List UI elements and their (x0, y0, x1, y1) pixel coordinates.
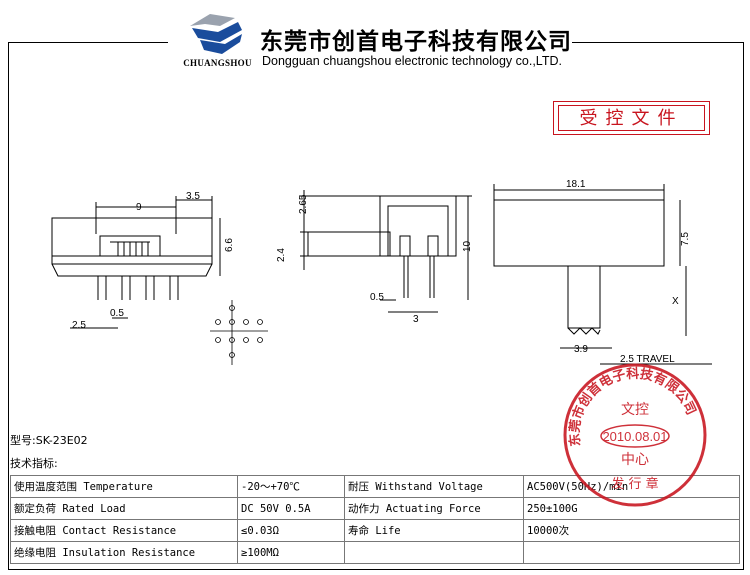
spec-cell: ≥100MΩ (237, 541, 345, 564)
dim-9: 9 (136, 202, 142, 213)
company-seal: 东莞市创首电子科技有限公司 文控 2010.08.01 中心 发 行 章 (563, 363, 707, 507)
spec-cell: 寿命 Life (344, 519, 524, 542)
model-number: 型号:SK-23E02 (10, 434, 88, 447)
front-view (51, 196, 221, 329)
technical-drawing: 9 3.5 6.6 0.5 2.5 2.65 2.4 10 0.5 3 (51, 179, 712, 365)
spec-cell: 使用温度范围 Temperature (10, 475, 238, 498)
spec-cell (523, 541, 740, 564)
seal-line1: 文控 (621, 402, 649, 418)
dim-3-5: 3.5 (186, 191, 200, 202)
top-view (493, 184, 712, 365)
header: CHUANGSHOU 东莞市创首电子科技有限公司 Dongguan chuang… (0, 0, 750, 76)
spec-cell: 接触电阻 Contact Resistance (10, 519, 238, 542)
company-name-en: Dongguan chuangshou electronic technolog… (262, 54, 562, 68)
dim-3-9: 3.9 (574, 344, 588, 355)
seal-bottom-text: 发 行 章 (611, 476, 658, 492)
table-row: 绝缘电阻 Insulation Resistance ≥100MΩ (10, 541, 740, 564)
side-view (300, 190, 472, 313)
dim-7-5: 7.5 (680, 232, 691, 246)
spec-cell (344, 541, 524, 564)
spec-cell: 额定负荷 Rated Load (10, 497, 238, 520)
dim-2-5-travel: 2.5 TRAVEL (620, 354, 675, 365)
seal-line3: 中心 (621, 452, 649, 468)
controlled-document-stamp: 受控文件 (553, 101, 710, 135)
seal-ring (563, 363, 707, 507)
logo-text: CHUANGSHOU (183, 58, 252, 68)
seal-date-oval (600, 424, 670, 448)
dim-3: 3 (413, 314, 419, 325)
table-row: 额定负荷 Rated Load DC 50V 0.5A 动作力 Actuatin… (10, 497, 740, 520)
header-rule-right (572, 42, 744, 43)
spec-cell: AC500V(50Hz)/min (523, 475, 740, 498)
spec-cell: 耐压 Withstand Voltage (344, 475, 524, 498)
spec-cell: 10000次 (523, 519, 740, 542)
spec-cell: ≤0.03Ω (237, 519, 345, 542)
spec-title: 技术指标: (10, 457, 58, 470)
spec-cell: 动作力 Actuating Force (344, 497, 524, 520)
table-row: 接触电阻 Contact Resistance ≤0.03Ω 寿命 Life 1… (10, 519, 740, 542)
dim-6-6: 6.6 (224, 238, 235, 252)
pcb-hole-pattern (210, 300, 268, 365)
header-rule-left (8, 42, 168, 43)
document-frame (8, 42, 744, 570)
company-name-cn: 东莞市创首电子科技有限公司 (260, 28, 572, 55)
dim-2-65: 2.65 (298, 194, 309, 214)
spec-table: 使用温度范围 Temperature -20～+70℃ 耐压 Withstand… (10, 475, 740, 564)
logo-s-icon (190, 14, 242, 54)
dim-18-1: 18.1 (566, 179, 586, 190)
dim-0-5-front: 0.5 (110, 308, 124, 319)
spec-cell: DC 50V 0.5A (237, 497, 345, 520)
company-logo: CHUANGSHOU (180, 8, 255, 70)
spec-cell: 绝缘电阻 Insulation Resistance (10, 541, 238, 564)
dim-2-5-front: 2.5 (72, 320, 86, 331)
spec-cell: 250±100G (523, 497, 740, 520)
dim-2-4: 2.4 (276, 248, 287, 262)
dim-x: X (672, 296, 679, 307)
spec-cell: -20～+70℃ (237, 475, 345, 498)
seal-date: 2010.08.01 (602, 429, 667, 444)
dim-0-5-side: 0.5 (370, 292, 384, 303)
table-row: 使用温度范围 Temperature -20～+70℃ 耐压 Withstand… (10, 475, 740, 498)
dim-10: 10 (462, 240, 473, 252)
controlled-document-label: 受控文件 (558, 105, 705, 131)
